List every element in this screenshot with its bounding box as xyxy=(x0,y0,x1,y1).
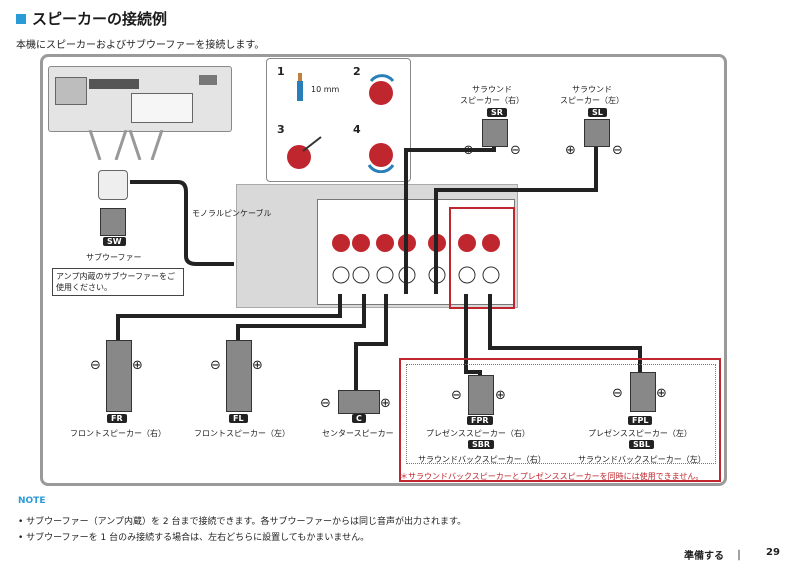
wire-insert-icon xyxy=(287,136,322,169)
terminal-loosen-icon xyxy=(369,74,395,105)
speaker-label-fpr: プレゼンススピーカー（右） xyxy=(426,429,530,438)
speaker-tag-fpr: FPR xyxy=(467,416,493,425)
speaker-label-sbr: サラウンドバックスピーカー（右） xyxy=(418,455,546,464)
plus-icon: ⊕ xyxy=(380,396,391,411)
minus-icon: ⊖ xyxy=(612,386,623,401)
speaker-fpl xyxy=(630,372,656,412)
plus-icon: ⊕ xyxy=(495,388,506,403)
speaker-fr xyxy=(106,340,132,412)
receiver-rear-panel xyxy=(48,66,232,132)
presence-speakers-dotted-box xyxy=(406,364,716,464)
minus-icon: ⊖ xyxy=(90,358,101,373)
terminal-tighten-icon xyxy=(367,143,395,173)
zoom-connector xyxy=(86,129,166,161)
plus-icon: ⊕ xyxy=(132,358,143,373)
subwoofer-note: アンプ内蔵のサブウーファーをご使用ください。 xyxy=(52,268,184,296)
footer-section: 準備する ｜ xyxy=(684,551,744,562)
plus-icon: ⊕ xyxy=(463,143,474,158)
note-item: • サブウーファーを 1 台のみ接続する場合は、左右どちらに設置してもかまいませ… xyxy=(18,533,370,543)
speaker-label-fpl: プレゼンススピーカー（左） xyxy=(588,429,692,438)
step-number: 3 xyxy=(277,123,285,136)
speaker-label-sbl: サラウンドバックスピーカー（左） xyxy=(578,455,706,464)
note-text: サブウーファー（アンプ内蔵）を 2 台まで接続できます。各サブウーファーからは同… xyxy=(26,517,467,527)
diagram-frame xyxy=(40,54,727,486)
speaker-tag-sbr: SBR xyxy=(468,440,495,449)
minus-icon: ⊖ xyxy=(451,388,462,403)
speaker-sr xyxy=(482,119,508,147)
note-text: サブウーファーを 1 台のみ接続する場合は、左右どちらに設置してもかまいません。 xyxy=(26,533,370,543)
intro-text: 本機にスピーカーおよびサブウーファーを接続します。 xyxy=(16,40,265,51)
note-heading: NOTE xyxy=(18,496,46,506)
step-number: 1 xyxy=(277,65,285,78)
note-item: • サブウーファー（アンプ内蔵）を 2 台まで接続できます。各サブウーファーから… xyxy=(18,517,467,527)
plus-icon: ⊕ xyxy=(252,358,263,373)
connection-steps-box: 1 2 3 4 10 mm xyxy=(266,58,411,182)
subwoofer-label: サブウーファー xyxy=(86,253,142,262)
simultaneous-use-warning: ＊サラウンドバックスピーカーとプレゼンススピーカーを同時には使用できません。 xyxy=(400,472,704,481)
minus-icon: ⊖ xyxy=(510,143,521,158)
title-marker-icon xyxy=(16,13,26,24)
speaker-tag-c: C xyxy=(352,414,366,423)
page-number: 29 xyxy=(766,547,780,558)
speaker-tag-fr: FR xyxy=(107,414,127,423)
speaker-sl xyxy=(584,119,610,147)
step-number: 2 xyxy=(353,65,361,78)
title-text: スピーカーの接続例 xyxy=(32,10,168,28)
minus-icon: ⊖ xyxy=(320,396,331,411)
subwoofer-jack xyxy=(98,170,128,200)
subwoofer-cable xyxy=(130,180,234,266)
speaker-fl xyxy=(226,340,252,412)
speaker-label-sl: サラウンド スピーカー（左） xyxy=(560,85,624,105)
minus-icon: ⊖ xyxy=(612,143,623,158)
speaker-label-fr: フロントスピーカー（右） xyxy=(70,429,166,438)
plus-icon: ⊕ xyxy=(565,143,576,158)
presence-speakers-highlight xyxy=(399,358,721,482)
subwoofer xyxy=(100,208,126,236)
page-title: スピーカーの接続例 xyxy=(16,8,167,29)
speaker-tag-fl: FL xyxy=(229,414,248,423)
speaker-tag-sbl: SBL xyxy=(629,440,654,449)
strip-length-label: 10 mm xyxy=(311,85,340,94)
wire-strip-icon xyxy=(297,73,303,101)
speaker-tag-fpl: FPL xyxy=(628,416,653,425)
speaker-center xyxy=(338,390,380,414)
minus-icon: ⊖ xyxy=(210,358,221,373)
speaker-terminal-panel xyxy=(236,184,518,308)
subwoofer-tag: SW xyxy=(103,237,126,246)
speaker-label-c: センタースピーカー xyxy=(322,429,394,438)
speaker-tag-sr: SR xyxy=(487,108,507,117)
step-number: 4 xyxy=(353,123,361,136)
speaker-label-sr: サラウンド スピーカー（右） xyxy=(460,85,524,105)
speaker-label-fl: フロントスピーカー（左） xyxy=(194,429,290,438)
speaker-fpr xyxy=(468,375,494,415)
speaker-tag-sl: SL xyxy=(588,108,607,117)
presence-terminal-highlight xyxy=(449,207,515,309)
cable-label: モノラルピンケーブル xyxy=(192,209,272,218)
plus-icon: ⊕ xyxy=(656,386,667,401)
